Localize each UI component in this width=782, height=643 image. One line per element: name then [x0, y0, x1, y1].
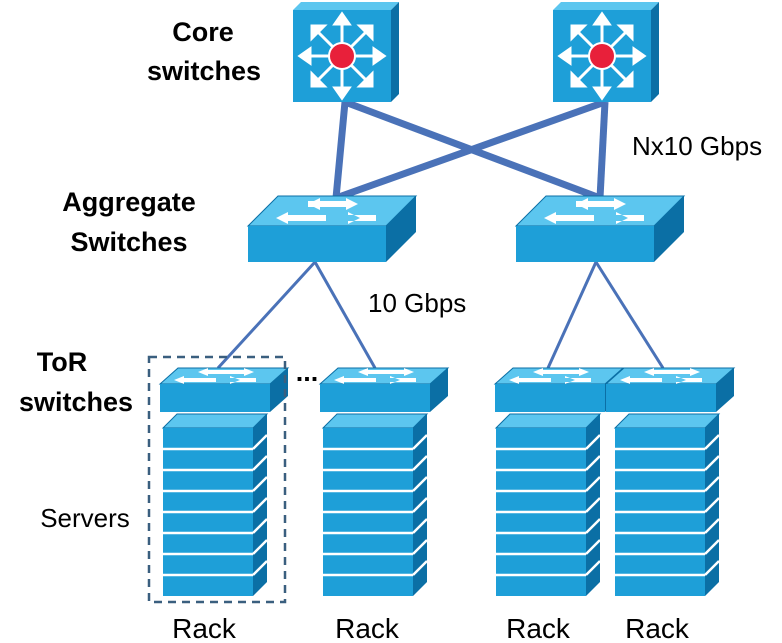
rack-label-3: Rack [506, 613, 571, 643]
core-label-line1: Core [172, 17, 234, 47]
servers-label: Servers [40, 503, 130, 533]
link-agg2-tor3 [546, 261, 598, 369]
bandwidth-core-label: Nx10 Gbps [632, 131, 762, 161]
server-stack-4-icon [613, 412, 721, 598]
tor-switch-4-icon [605, 367, 735, 413]
rack-label-1: Rack [172, 613, 237, 643]
core-switch-2-icon [551, 0, 661, 104]
tor-label-line1: ToR [37, 347, 87, 377]
tor-switch-1-icon [159, 367, 289, 413]
link-core2-agg1 [334, 98, 607, 202]
tor-label-line2: switches [19, 387, 133, 417]
aggregate-label-line2: Switches [70, 227, 187, 257]
aggregate-tor-links [216, 260, 665, 370]
link-core2-agg2 [596, 101, 609, 199]
rack-label-4: Rack [625, 613, 690, 643]
core-label-line2: switches [147, 56, 261, 86]
link-core1-agg1 [332, 101, 349, 199]
core-switch-1-icon [291, 0, 401, 104]
aggregate-switch-2-icon [515, 195, 685, 263]
link-agg2-tor4 [594, 261, 665, 369]
server-stack-3-icon [494, 412, 602, 598]
rack-label-2: Rack [335, 613, 400, 643]
link-agg1-tor1 [216, 260, 317, 370]
core-aggregate-links [332, 98, 609, 202]
ellipsis-label: ... [296, 357, 319, 387]
rack-highlight-box [147, 355, 287, 604]
server-stack-1-icon [161, 412, 269, 598]
aggregate-switch-1-icon [247, 195, 417, 263]
aggregate-label-line1: Aggregate [62, 187, 196, 217]
server-stack-2-icon [321, 412, 429, 598]
tor-switch-2-icon [319, 367, 449, 413]
link-agg1-tor2 [313, 261, 377, 369]
bandwidth-agg-label: 10 Gbps [368, 288, 466, 318]
tor-switch-3-icon [494, 367, 624, 413]
